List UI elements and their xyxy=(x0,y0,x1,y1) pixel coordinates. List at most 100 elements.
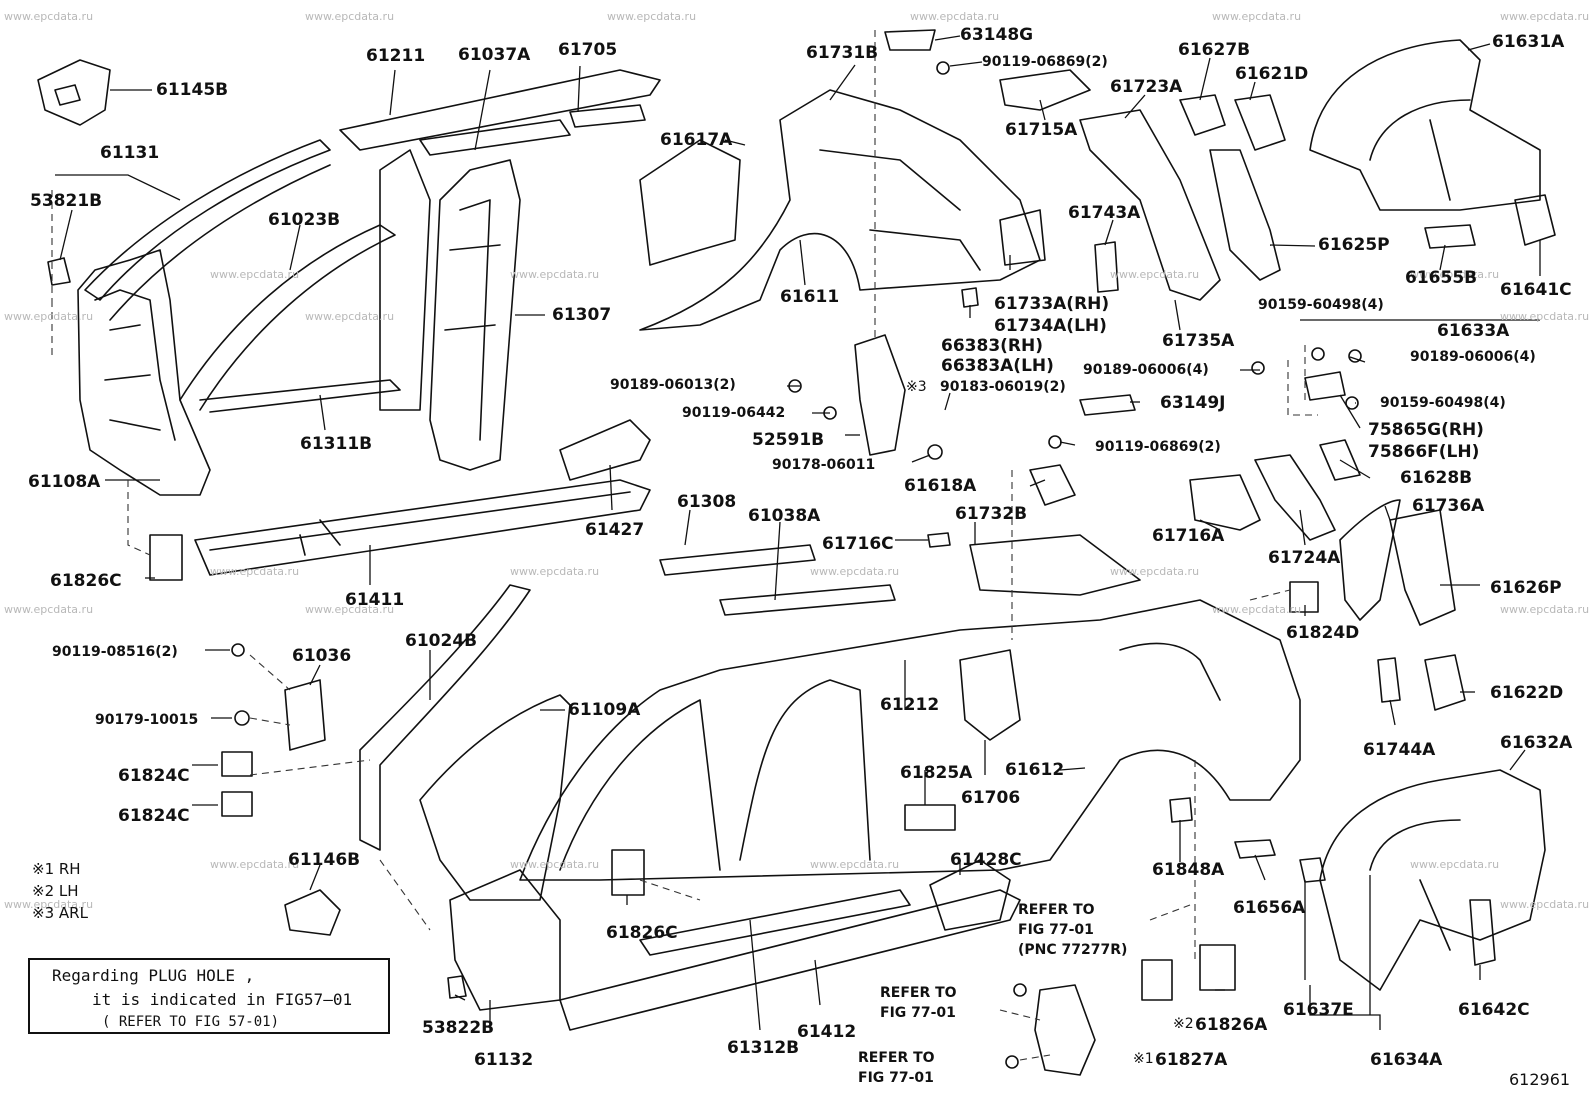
part-61145B-drawing xyxy=(37,59,111,126)
part-label: 61625P xyxy=(1318,235,1390,255)
fasteners xyxy=(231,61,1362,1069)
part-label: 61312B xyxy=(727,1038,800,1058)
part-label: 61634A xyxy=(1370,1050,1443,1070)
watermark: www.epcdata.ru xyxy=(1212,10,1302,23)
watermark: www.epcdata.ru xyxy=(1500,10,1590,23)
part-61428C-drawing xyxy=(929,859,1011,931)
leader-lines xyxy=(55,35,1541,1031)
part-label: 53822B xyxy=(422,1018,495,1038)
part-label: 61626P xyxy=(1490,578,1562,598)
part-61723A-drawing xyxy=(1079,109,1221,301)
watermark: www.epcdata.ru xyxy=(810,565,900,578)
refer-note-fig77-pnc: REFER TO FIG 77-01 (PNC 77277R) xyxy=(1018,900,1127,960)
refer-note-line: REFER TO xyxy=(858,1050,935,1066)
part-label: 61724A xyxy=(1268,548,1341,568)
watermark: www.epcdata.ru xyxy=(305,310,395,323)
part-label: 61826C xyxy=(50,571,122,591)
part-label: 61427 xyxy=(585,520,645,540)
part-61724A-drawing xyxy=(1254,454,1336,541)
watermark: www.epcdata.ru xyxy=(1410,858,1500,871)
part-61824C-b-drawing xyxy=(221,791,253,817)
part-label: 90119-08516(2) xyxy=(52,644,178,660)
part-label: 61736A xyxy=(1412,496,1485,516)
part-label: 61617A xyxy=(660,130,733,150)
part-61412-drawing xyxy=(559,889,1021,1031)
part-label: 61731B xyxy=(806,43,879,63)
legend-item: ※2 LH xyxy=(32,882,79,900)
part-53821B-drawing xyxy=(47,257,71,286)
part-61848A-drawing xyxy=(1169,797,1193,823)
part-label: 61411 xyxy=(345,590,405,610)
part-61622D-drawing xyxy=(1424,654,1466,711)
part-label: 90119-06442 xyxy=(682,405,786,421)
watermark: www.epcdata.ru xyxy=(1212,603,1302,616)
part-label: 61743A xyxy=(1068,203,1141,223)
part-label: 61611 xyxy=(780,287,840,307)
part-63148G-drawing xyxy=(884,29,936,51)
part-label: 61705 xyxy=(558,40,618,60)
part-61733A-drawing xyxy=(999,209,1046,266)
part-label: 90189-06006(4) xyxy=(1410,349,1536,365)
part-label: 61038A xyxy=(748,506,821,526)
watermark: www.epcdata.ru xyxy=(210,268,300,281)
part-61024B-drawing xyxy=(359,584,571,901)
watermark: www.epcdata.ru xyxy=(810,858,900,871)
refer-note-fig77-mid: REFER TO FIG 77-01 xyxy=(880,983,957,1023)
part-label: 90119-06869(2) xyxy=(982,54,1108,70)
part-label: 90178-06011 xyxy=(772,457,876,473)
watermark: www.epcdata.ru xyxy=(607,10,697,23)
part-label: 61655B xyxy=(1405,268,1478,288)
figure-number: 612961 xyxy=(1509,1070,1571,1089)
part-66383-drawing xyxy=(961,287,979,308)
part-61826C-mid-drawing xyxy=(611,849,645,896)
plug-note-line-2: it is indicated in FIG57—01 xyxy=(92,990,353,1009)
part-label: 61716C xyxy=(822,534,894,554)
legend-item: ※3 ARL xyxy=(32,904,88,922)
part-label: 61716A xyxy=(1152,526,1225,546)
part-label: 61212 xyxy=(880,695,940,715)
side-legend: ※1 RH ※2 LH ※3 ARL xyxy=(32,858,88,924)
part-label: 61848A xyxy=(1152,860,1225,880)
part-61824D-drawing xyxy=(1289,581,1319,613)
part-61631A-drawing xyxy=(1309,39,1541,211)
part-61146B-drawing xyxy=(284,889,341,936)
refer-note-line: FIG 77-01 xyxy=(858,1070,934,1086)
part-label: 61826C xyxy=(606,923,678,943)
watermark: www.epcdata.ru xyxy=(305,10,395,23)
part-label: 61642C xyxy=(1458,1000,1530,1020)
part-61621D-drawing xyxy=(1234,94,1286,151)
part-label: 61824C xyxy=(118,766,190,786)
part-label: 75865G(RH) xyxy=(1368,420,1484,440)
part-label: 61023B xyxy=(268,210,341,230)
part-61618A-drawing xyxy=(1029,464,1076,506)
watermark: www.epcdata.ru xyxy=(1110,565,1200,578)
part-label: 90189-06013(2) xyxy=(610,377,736,393)
part-61626P-drawing xyxy=(1389,509,1456,626)
part-61628B-drawing xyxy=(1319,439,1361,481)
watermark: www.epcdata.ru xyxy=(510,268,600,281)
part-61743A-drawing xyxy=(1094,241,1119,293)
part-label: 61656A xyxy=(1233,898,1306,918)
watermark: www.epcdata.ru xyxy=(910,10,1000,23)
asterisk-symbol: ※3 xyxy=(906,379,927,395)
part-label: 90159-60498(4) xyxy=(1258,297,1384,313)
part-61827A-drawing xyxy=(1141,959,1173,1001)
refer-note-line: FIG 77-01 xyxy=(1018,922,1094,938)
part-61211-drawing xyxy=(339,69,661,151)
part-61132-drawing xyxy=(449,869,561,1011)
part-52591B-drawing xyxy=(854,334,906,456)
part-61625P-drawing xyxy=(1209,149,1281,281)
plug-note-line-3: ( REFER TO FIG 57-01) xyxy=(102,1014,280,1030)
part-label: 61733A(RH) xyxy=(994,294,1110,314)
part-label: 61744A xyxy=(1363,740,1436,760)
part-61732B-drawing xyxy=(969,534,1141,596)
part-label: 61308 xyxy=(677,492,737,512)
part-label: 90189-06006(4) xyxy=(1083,362,1209,378)
watermark: www.epcdata.ru xyxy=(1410,268,1500,281)
part-label: 61641C xyxy=(1500,280,1572,300)
part-label: 66383A(LH) xyxy=(941,356,1054,376)
part-label: 75866F(LH) xyxy=(1368,442,1480,462)
part-61826C-left-drawing xyxy=(149,534,183,581)
watermark: www.epcdata.ru xyxy=(1500,310,1590,323)
watermark: www.epcdata.ru xyxy=(4,898,94,911)
